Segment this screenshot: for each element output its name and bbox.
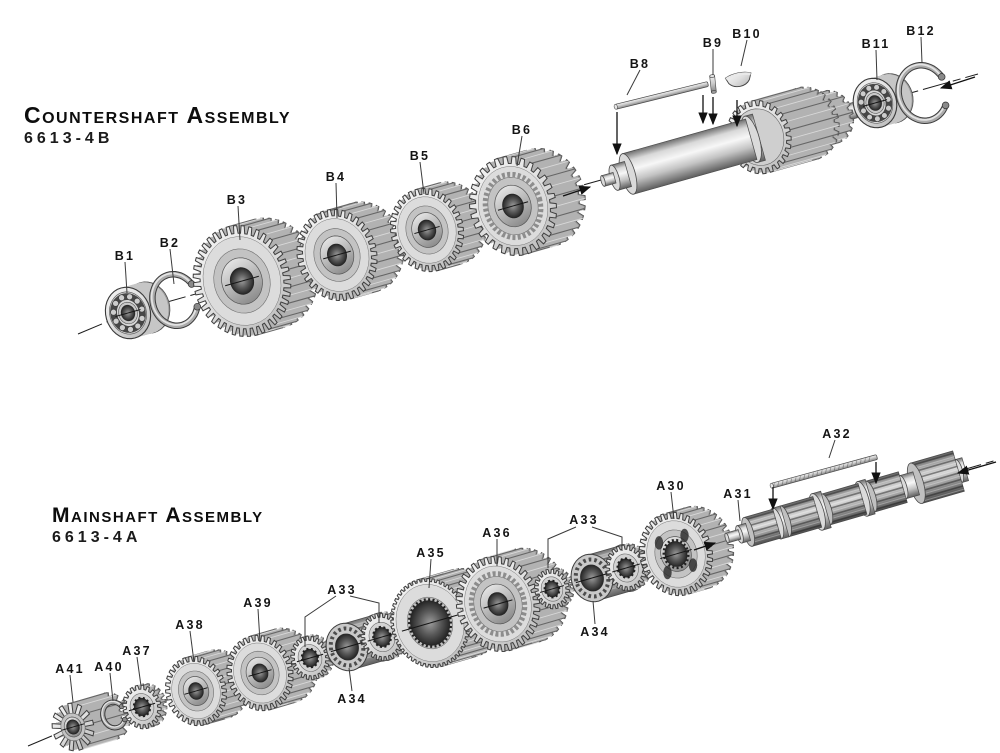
part-label-A35: A35 [416, 546, 446, 560]
part-label-A30: A30 [656, 479, 686, 493]
B5-gear [389, 181, 488, 273]
leader-line [670, 491, 675, 520]
part-label-B2: B2 [160, 236, 180, 250]
B9-dowel-pin [709, 74, 717, 94]
part-label-B5: B5 [410, 149, 430, 163]
bracket-line [304, 595, 337, 647]
part-label-A41: A41 [55, 662, 85, 676]
A30-gear [638, 505, 735, 597]
B12-snap-ring [895, 62, 950, 124]
leader-line [516, 135, 523, 167]
leader-line [348, 667, 353, 692]
B11-ball-bearing [852, 73, 914, 129]
A39-gear [226, 627, 319, 712]
A33-washer-left-front [290, 634, 335, 681]
B6-gear [468, 147, 586, 256]
part-label-A37: A37 [122, 644, 152, 658]
part-label-A32: A32 [822, 427, 852, 441]
part-label-B3: B3 [227, 193, 247, 207]
part-label-A39: A39 [243, 596, 273, 610]
countershaft-part-number: 6613-4B [24, 130, 114, 148]
leader-line [592, 600, 596, 625]
A38-gear [164, 649, 250, 727]
A40-snap-ring [100, 699, 128, 731]
leader-line [136, 656, 142, 687]
leader-line [626, 69, 641, 96]
leader-line [920, 36, 923, 64]
direction-arrow [956, 461, 997, 475]
leader-line [189, 630, 195, 663]
leader-line [237, 205, 241, 241]
part-label-A40: A40 [94, 660, 124, 674]
part-label-B1: B1 [115, 249, 135, 263]
part-label-A38: A38 [175, 618, 205, 632]
A33-washer-right-front [534, 567, 575, 610]
mainshaft-part-number: 6613-4A [52, 529, 142, 547]
leader-line [828, 439, 836, 459]
mainshaft [724, 450, 970, 547]
leader-line [109, 672, 114, 702]
B3-gear [192, 217, 319, 337]
leader-line [428, 558, 432, 589]
mainshaft-title: Mainshaft Assembly [52, 504, 264, 527]
direction-arrow [562, 185, 592, 197]
A36-gear [455, 547, 570, 653]
mainshaft-title-block: Mainshaft Assembly 6613-4A [52, 505, 264, 547]
bracket-line [591, 526, 623, 551]
countershaft-title: Countershaft Assembly [24, 102, 292, 128]
countershaft [600, 86, 858, 195]
leader-line [737, 499, 741, 522]
A32-roll-pin [769, 454, 878, 489]
part-label-A31: A31 [723, 487, 753, 501]
direction-arrow [939, 76, 976, 90]
part-label-B4: B4 [326, 170, 346, 184]
bracket-line [349, 595, 380, 623]
leader-line [257, 608, 261, 643]
leader-line [740, 39, 748, 67]
B4-gear [296, 201, 405, 301]
part-label-B8: B8 [630, 57, 650, 71]
leader-line [419, 161, 425, 195]
leader-line [169, 248, 175, 285]
A37-splined-washer [122, 683, 168, 730]
part-label-A36: A36 [482, 526, 512, 540]
part-label-B12: B12 [906, 24, 936, 38]
part-label-B6: B6 [512, 123, 532, 137]
part-label-A33: A33 [327, 583, 357, 597]
part-label-A34: A34 [337, 692, 367, 706]
leader-line [69, 674, 74, 703]
part-label-B10: B10 [732, 27, 762, 41]
leader-line [335, 182, 338, 219]
bracket-line [547, 526, 577, 568]
leader-line [124, 261, 128, 294]
B8-lock-rod [613, 81, 709, 110]
B10-woodruff-key [724, 71, 752, 88]
direction-arrow [693, 541, 717, 551]
part-label-A34: A34 [580, 625, 610, 639]
part-label-B11: B11 [862, 37, 891, 51]
part-label-A33: A33 [569, 513, 599, 527]
part-label-B9: B9 [703, 36, 723, 50]
leader-line [875, 49, 878, 81]
B1-ball-bearing [104, 281, 171, 340]
countershaft-title-block: Countershaft Assembly 6613-4B [24, 102, 292, 148]
